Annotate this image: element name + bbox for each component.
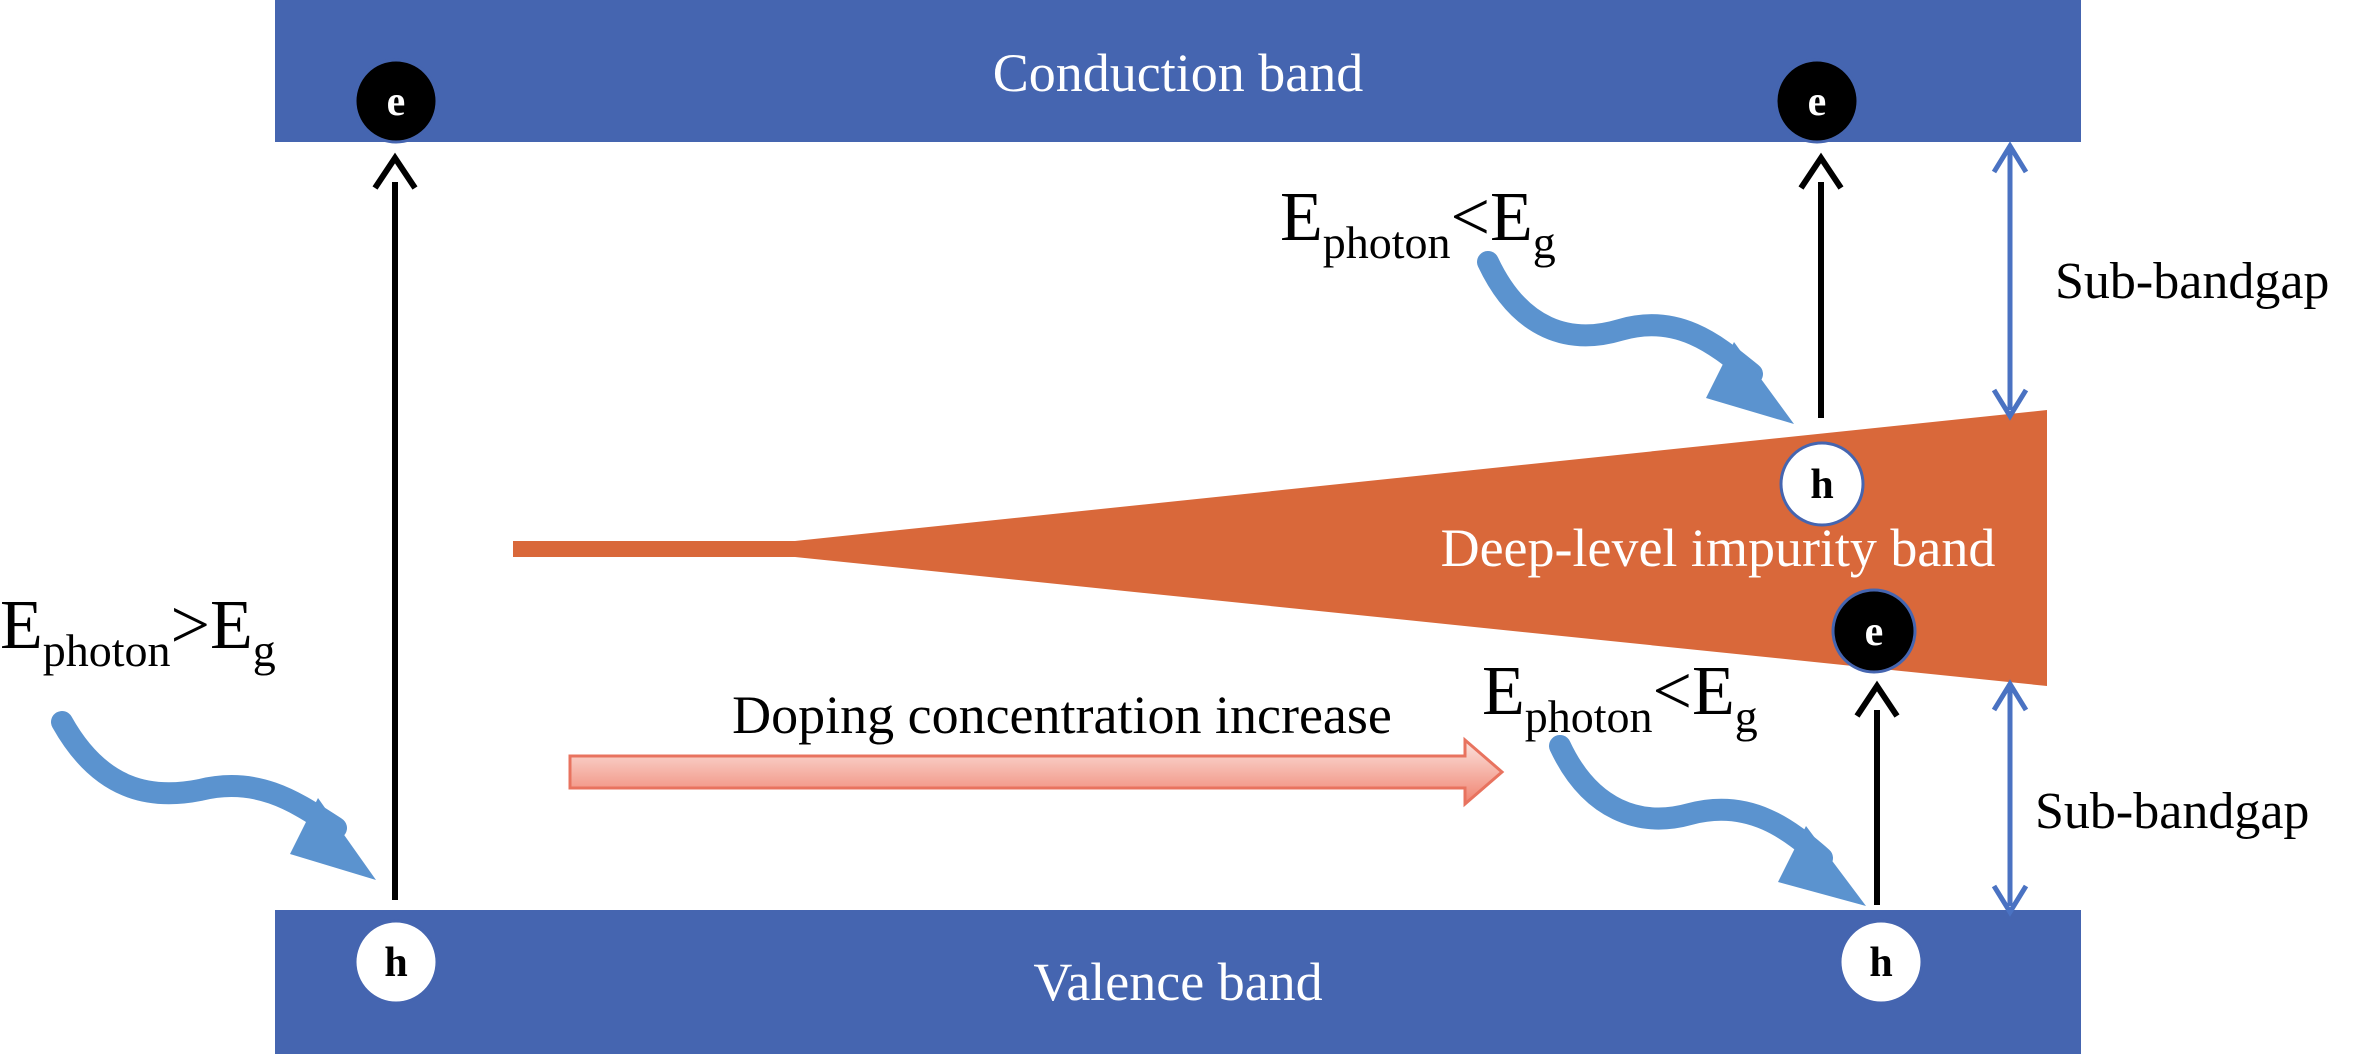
electron-right: e [1774,58,1860,144]
photon-arrow-above-gap [51,711,376,880]
excitation-arrow-left [372,152,418,900]
excitation-arrow-valence-to-impurity [1854,680,1900,905]
svg-text:e: e [1865,609,1884,655]
equation-lower-sub: Ephoton<Eg [1482,653,1758,742]
svg-text:h: h [1869,940,1892,986]
valence-band-label: Valence band [1033,952,1322,1012]
impurity-band [513,410,2047,686]
photon-arrow-upper-sub [1477,251,1794,424]
doping-label: Doping concentration increase [732,685,1392,745]
equation-above-gap: Ephoton>Eg [0,587,276,676]
svg-text:e: e [1808,79,1827,125]
hole-impurity: h [1779,441,1865,527]
sub-bandgap-arrow-upper [1991,141,2029,421]
sub-bandgap-label-upper: Sub-bandgap [2055,253,2329,310]
sub-bandgap-label-lower: Sub-bandgap [2035,783,2309,840]
svg-text:h: h [1810,462,1833,508]
conduction-band-label: Conduction band [993,43,1363,103]
electron-left: e [353,58,439,144]
hole-left: h [353,919,439,1005]
impurity-band-label: Deep-level impurity band [1441,518,1996,578]
photon-arrow-lower-sub [1549,735,1866,906]
sub-bandgap-arrow-lower [1991,679,2029,917]
svg-text:h: h [384,940,407,986]
equation-upper-sub: Ephoton<Eg [1280,179,1556,268]
doping-increase-arrow [568,736,1505,808]
valence-band [275,910,2081,1054]
excitation-arrow-impurity-to-conduction [1798,152,1844,418]
electron-impurity: e [1831,588,1917,674]
svg-text:e: e [387,79,406,125]
hole-right: h [1838,919,1924,1005]
